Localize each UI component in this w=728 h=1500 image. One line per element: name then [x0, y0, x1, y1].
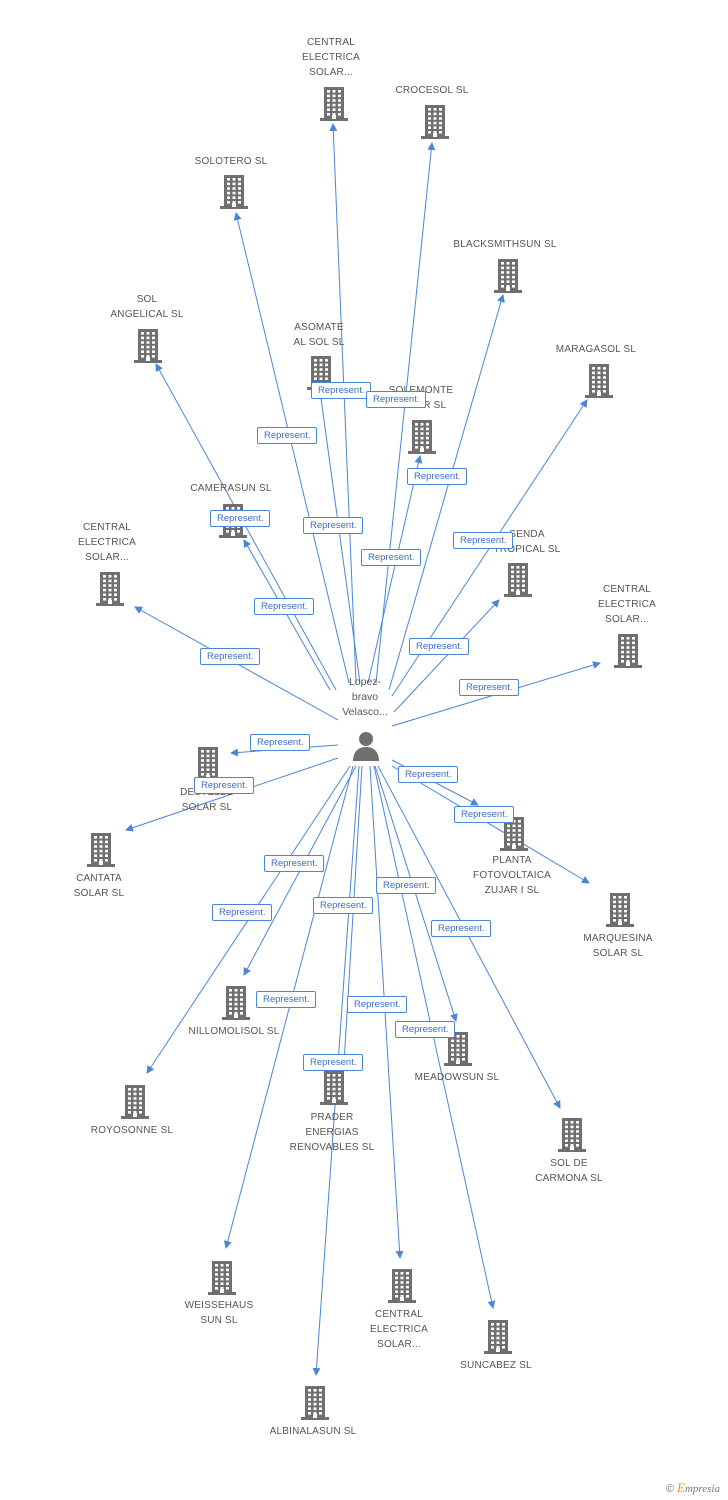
- edge-line: [316, 390, 361, 684]
- edge-label-represent[interactable]: Represent.: [264, 855, 325, 872]
- building-icon[interactable]: [86, 831, 116, 867]
- company-label[interactable]: SOL DE CARMONA SL: [535, 1158, 603, 1184]
- edge-label-represent[interactable]: Represent.: [194, 777, 255, 794]
- company-label[interactable]: CENTRAL ELECTRICA SOLAR...: [598, 584, 656, 625]
- company-label[interactable]: PRADER ENERGIAS RENOVABLES SL: [289, 1112, 375, 1153]
- edge-label-represent[interactable]: Represent.: [453, 532, 514, 549]
- edge-label-represent[interactable]: Represent.: [250, 734, 311, 751]
- building-icon[interactable]: [193, 745, 223, 781]
- edge-label-represent[interactable]: Represent.: [454, 806, 515, 823]
- edge-label-represent[interactable]: Represent.: [366, 391, 427, 408]
- building-icon[interactable]: [443, 1030, 473, 1066]
- company-label[interactable]: CENTRAL ELECTRICA SOLAR...: [302, 37, 360, 78]
- company-label[interactable]: MEADOWSUN SL: [414, 1072, 500, 1083]
- building-icon[interactable]: [613, 632, 643, 668]
- company-label[interactable]: SUNCABEZ SL: [460, 1360, 532, 1371]
- company-label[interactable]: ROYOSONNE SL: [90, 1125, 174, 1136]
- company-label[interactable]: SOLOTERO SL: [194, 156, 268, 167]
- edge-label-represent[interactable]: Represent.: [303, 1054, 364, 1071]
- edge-label-represent[interactable]: Represent.: [409, 638, 470, 655]
- building-icon[interactable]: [493, 257, 523, 293]
- edge-label-represent[interactable]: Represent.: [459, 679, 520, 696]
- company-label[interactable]: CAMERASUN SL: [190, 483, 272, 494]
- edge-label-represent[interactable]: Represent.: [210, 510, 271, 527]
- edge-label-represent[interactable]: Represent.: [407, 468, 468, 485]
- company-label[interactable]: SOL ANGELICAL SL: [110, 294, 184, 320]
- company-label[interactable]: PLANTA FOTOVOLTAICA ZUJAR I SL: [473, 855, 551, 896]
- copyright-mark: ©: [665, 1483, 674, 1495]
- company-label[interactable]: CANTATA SOLAR SL: [73, 873, 125, 899]
- building-icon[interactable]: [420, 103, 450, 139]
- company-label[interactable]: CENTRAL ELECTRICA SOLAR...: [78, 522, 136, 563]
- edge-label-represent[interactable]: Represent.: [431, 920, 492, 937]
- building-icon[interactable]: [605, 891, 635, 927]
- brand-logo-e: E: [677, 1480, 685, 1495]
- brand-watermark: © Empresia: [666, 1480, 720, 1496]
- building-icon[interactable]: [207, 1259, 237, 1295]
- building-icon[interactable]: [503, 561, 533, 597]
- edge-line: [391, 765, 590, 884]
- edge-line: [377, 765, 561, 1109]
- edge-label-represent[interactable]: Represent.: [376, 877, 437, 894]
- edge-line: [329, 123, 357, 684]
- building-icon[interactable]: [407, 418, 437, 454]
- brand-logo-text: mpresia: [684, 1483, 720, 1495]
- edge-label-represent[interactable]: Represent.: [347, 996, 408, 1013]
- edge-label-represent[interactable]: Represent.: [257, 427, 318, 444]
- edge-line: [388, 294, 505, 691]
- edge-line: [155, 363, 337, 691]
- company-label[interactable]: NILLOMOLISOL SL: [188, 1026, 280, 1037]
- edge-line: [243, 539, 331, 691]
- edge-label-represent[interactable]: Represent.: [303, 517, 364, 534]
- company-label[interactable]: MARQUESINA SOLAR SL: [583, 933, 653, 959]
- edge-line: [393, 599, 500, 713]
- edge-label-represent[interactable]: Represent.: [398, 766, 459, 783]
- building-icon[interactable]: [387, 1267, 417, 1303]
- edge-label-represent[interactable]: Represent.: [256, 991, 317, 1008]
- company-label[interactable]: WEISSEHAUS SUN SL: [184, 1300, 254, 1326]
- building-icon[interactable]: [95, 570, 125, 606]
- company-label[interactable]: ALBINALASUN SL: [269, 1426, 357, 1437]
- edge-label-represent[interactable]: Represent.: [212, 904, 273, 921]
- company-label[interactable]: BLACKSMITHSUN SL: [453, 239, 557, 250]
- edge-line: [375, 142, 436, 684]
- building-icon[interactable]: [499, 815, 529, 851]
- building-icon[interactable]: [133, 327, 163, 363]
- edge-line: [367, 455, 423, 684]
- center-person-label[interactable]: Lopez- bravo Velasco...: [342, 676, 388, 718]
- building-icon[interactable]: [300, 1384, 330, 1420]
- building-icon[interactable]: [120, 1083, 150, 1119]
- edge-line: [125, 757, 339, 832]
- building-icon[interactable]: [319, 85, 349, 121]
- company-label[interactable]: SENDA TROPICAL SL: [493, 529, 561, 555]
- company-label[interactable]: CENTRAL ELECTRICA SOLAR...: [370, 1309, 428, 1350]
- company-label[interactable]: ASOMATE AL SOL SL: [293, 322, 345, 348]
- building-icon[interactable]: [219, 173, 249, 209]
- company-label[interactable]: MARAGASOL SL: [555, 344, 637, 355]
- building-icon[interactable]: [584, 362, 614, 398]
- edge-label-represent[interactable]: Represent.: [254, 598, 315, 615]
- edge-line: [340, 765, 363, 1064]
- building-icon[interactable]: [221, 984, 251, 1020]
- edge-label-represent[interactable]: Represent.: [395, 1021, 456, 1038]
- company-label[interactable]: CROCESOL SL: [395, 85, 469, 96]
- building-icon[interactable]: [319, 1069, 349, 1105]
- edge-label-represent[interactable]: Represent.: [311, 382, 372, 399]
- edge-label-represent[interactable]: Represent.: [313, 897, 374, 914]
- building-icon[interactable]: [557, 1116, 587, 1152]
- building-icon[interactable]: [483, 1318, 513, 1354]
- edge-line: [233, 212, 350, 684]
- edge-label-represent[interactable]: Represent.: [200, 648, 261, 665]
- edge-label-represent[interactable]: Represent.: [361, 549, 422, 566]
- person-icon[interactable]: [351, 730, 381, 762]
